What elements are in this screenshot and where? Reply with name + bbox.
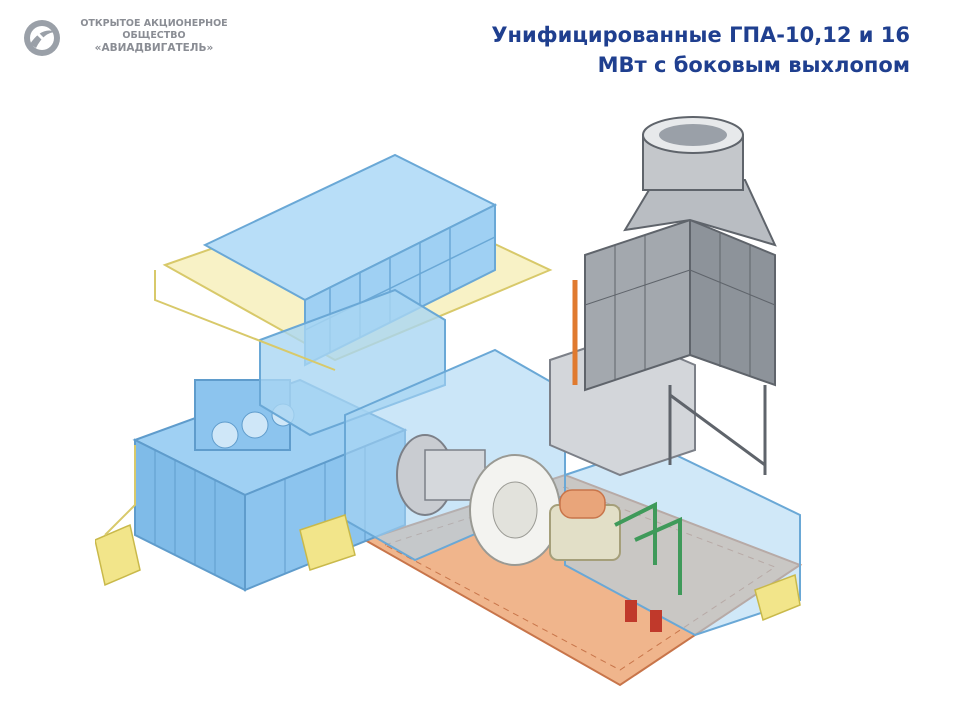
company-name: ОТКРЫТОЕ АКЦИОНЕРНОЕ ОБЩЕСТВО «АВИАДВИГА…	[66, 18, 242, 54]
exhaust-stack	[642, 116, 744, 191]
title-line-2: МВт с боковым выхлопом	[597, 53, 910, 77]
process-piping	[614, 501, 682, 595]
org-line-3: «АВИАДВИГАТЕЛЬ»	[94, 42, 214, 54]
gas-pumping-unit-illustration	[95, 116, 803, 687]
exhaust-heat-recovery-side	[689, 218, 776, 387]
gas-turbine	[396, 434, 561, 566]
red-valves	[625, 600, 662, 632]
access-stairs	[95, 514, 801, 622]
org-line-1: ОТКРЫТОЕ АКЦИОНЕРНОЕ	[80, 18, 228, 29]
exhaust-panels	[584, 232, 776, 380]
compressor	[549, 489, 621, 561]
company-logo: ОТКРЫТОЕ АКЦИОНЕРНОЕ ОБЩЕСТВО «АВИАДВИГА…	[22, 16, 242, 62]
cooling-fans	[194, 379, 295, 451]
slide-title: Унифицированные ГПА-10,12 и 16 МВт с бок…	[390, 20, 910, 80]
title-line-1: Унифицированные ГПА-10,12 и 16	[491, 23, 910, 47]
company-emblem-icon	[24, 20, 60, 56]
safety-railing	[104, 270, 336, 536]
org-line-2: ОБЩЕСТВО	[122, 30, 186, 41]
stack-support-legs	[668, 385, 767, 475]
